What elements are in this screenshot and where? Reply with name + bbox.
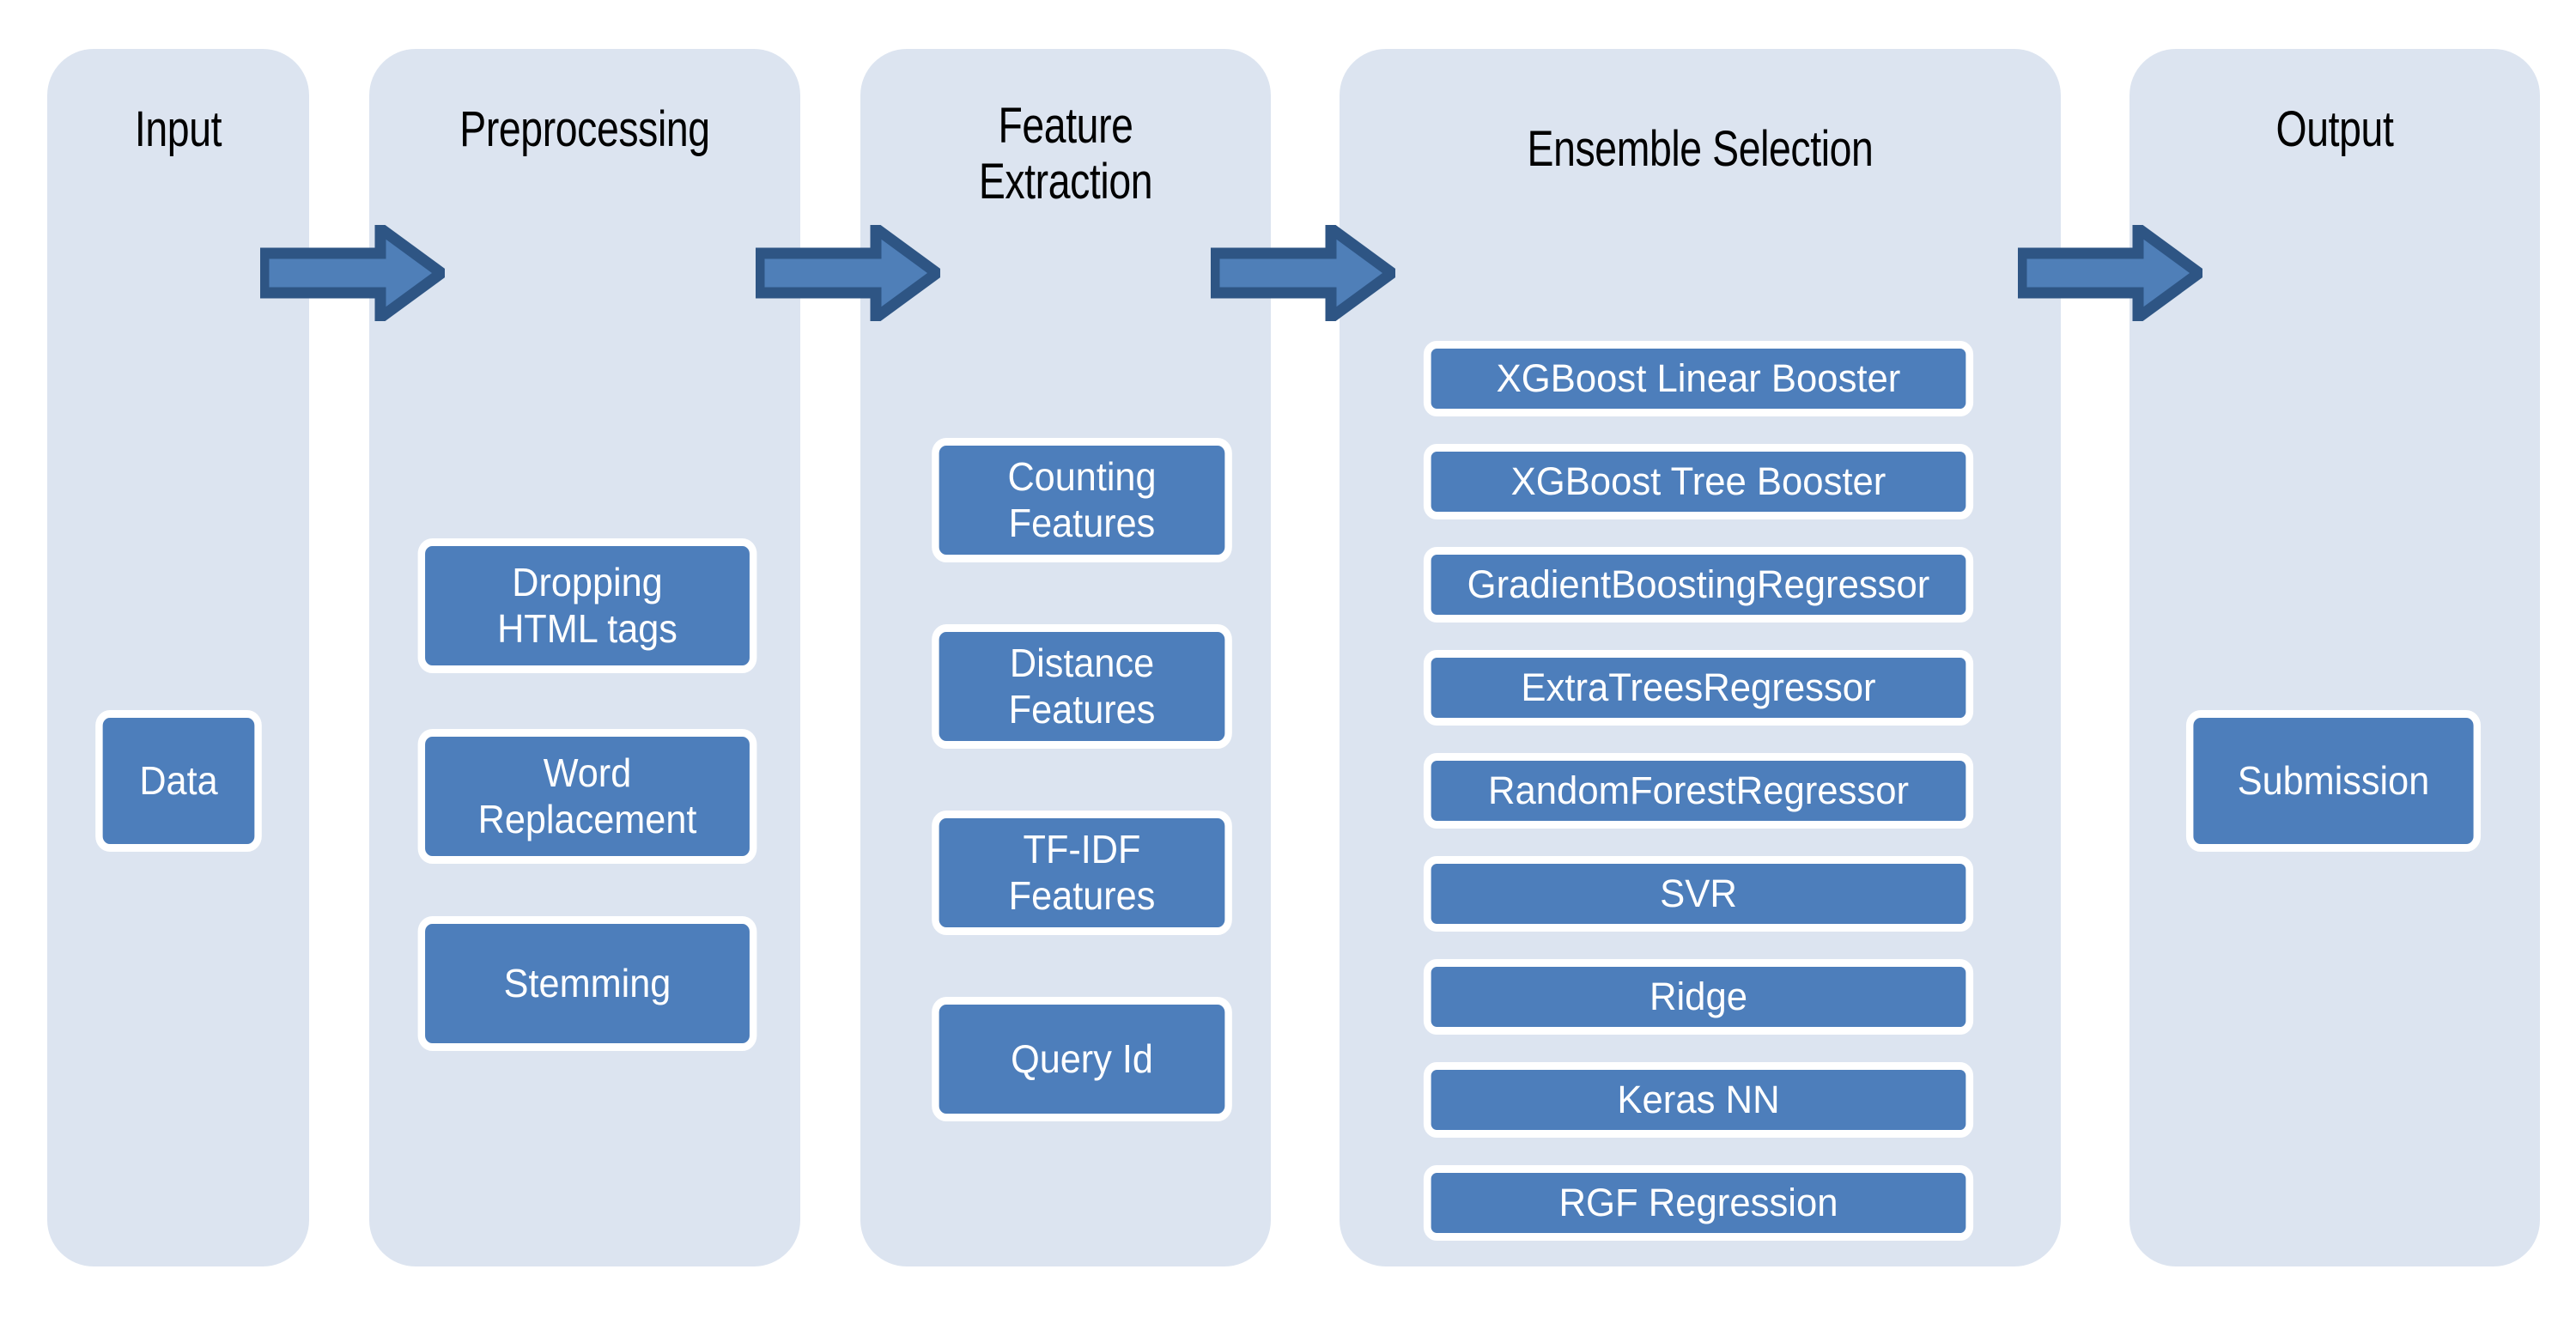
stage-panel-preprocessing: Preprocessing Dropping HTML tags Word Re…: [369, 49, 800, 1266]
node-tf-idf-features[interactable]: TF-IDF Features: [932, 811, 1232, 935]
arrow-preprocessing-to-feature-extraction: [756, 225, 940, 321]
stage-title-ensemble-selection: Ensemble Selection: [1527, 121, 1874, 177]
stage-title-output: Output: [2275, 101, 2394, 157]
node-extratreesregressor[interactable]: ExtraTreesRegressor: [1423, 650, 1974, 726]
stage-title-preprocessing: Preprocessing: [459, 101, 710, 157]
arrow-input-to-preprocessing: [260, 225, 445, 321]
node-gradientboostingregressor[interactable]: GradientBoostingRegressor: [1423, 547, 1974, 623]
arrow-ensemble-selection-to-output: [2018, 225, 2202, 321]
node-stemming[interactable]: Stemming: [417, 916, 757, 1051]
node-xgboost-linear-booster[interactable]: XGBoost Linear Booster: [1423, 341, 1974, 416]
node-randomforestregressor[interactable]: RandomForestRegressor: [1423, 753, 1974, 829]
node-ridge[interactable]: Ridge: [1423, 959, 1974, 1035]
node-rgf-regression[interactable]: RGF Regression: [1423, 1165, 1974, 1241]
node-svr[interactable]: SVR: [1423, 856, 1974, 932]
node-query-id[interactable]: Query Id: [932, 997, 1232, 1121]
stage-title-feature-extraction: Feature Extraction: [978, 98, 1153, 210]
node-word-replacement[interactable]: Word Replacement: [417, 729, 757, 864]
node-xgboost-tree-booster[interactable]: XGBoost Tree Booster: [1423, 444, 1974, 519]
arrow-feature-extraction-to-ensemble-selection: [1211, 225, 1395, 321]
node-submission[interactable]: Submission: [2185, 710, 2482, 852]
stage-panel-feature-extraction: Feature Extraction Counting Features Dis…: [860, 49, 1271, 1266]
node-keras-nn[interactable]: Keras NN: [1423, 1062, 1974, 1138]
node-data[interactable]: Data: [95, 710, 262, 852]
node-dropping-html-tags[interactable]: Dropping HTML tags: [417, 538, 757, 673]
node-distance-features[interactable]: Distance Features: [932, 624, 1232, 749]
stage-panel-ensemble-selection: Ensemble Selection XGBoost Linear Booste…: [1340, 49, 2061, 1266]
node-counting-features[interactable]: Counting Features: [932, 438, 1232, 562]
stage-panel-output: Output Submission: [2129, 49, 2540, 1266]
stage-title-input: Input: [134, 101, 222, 157]
